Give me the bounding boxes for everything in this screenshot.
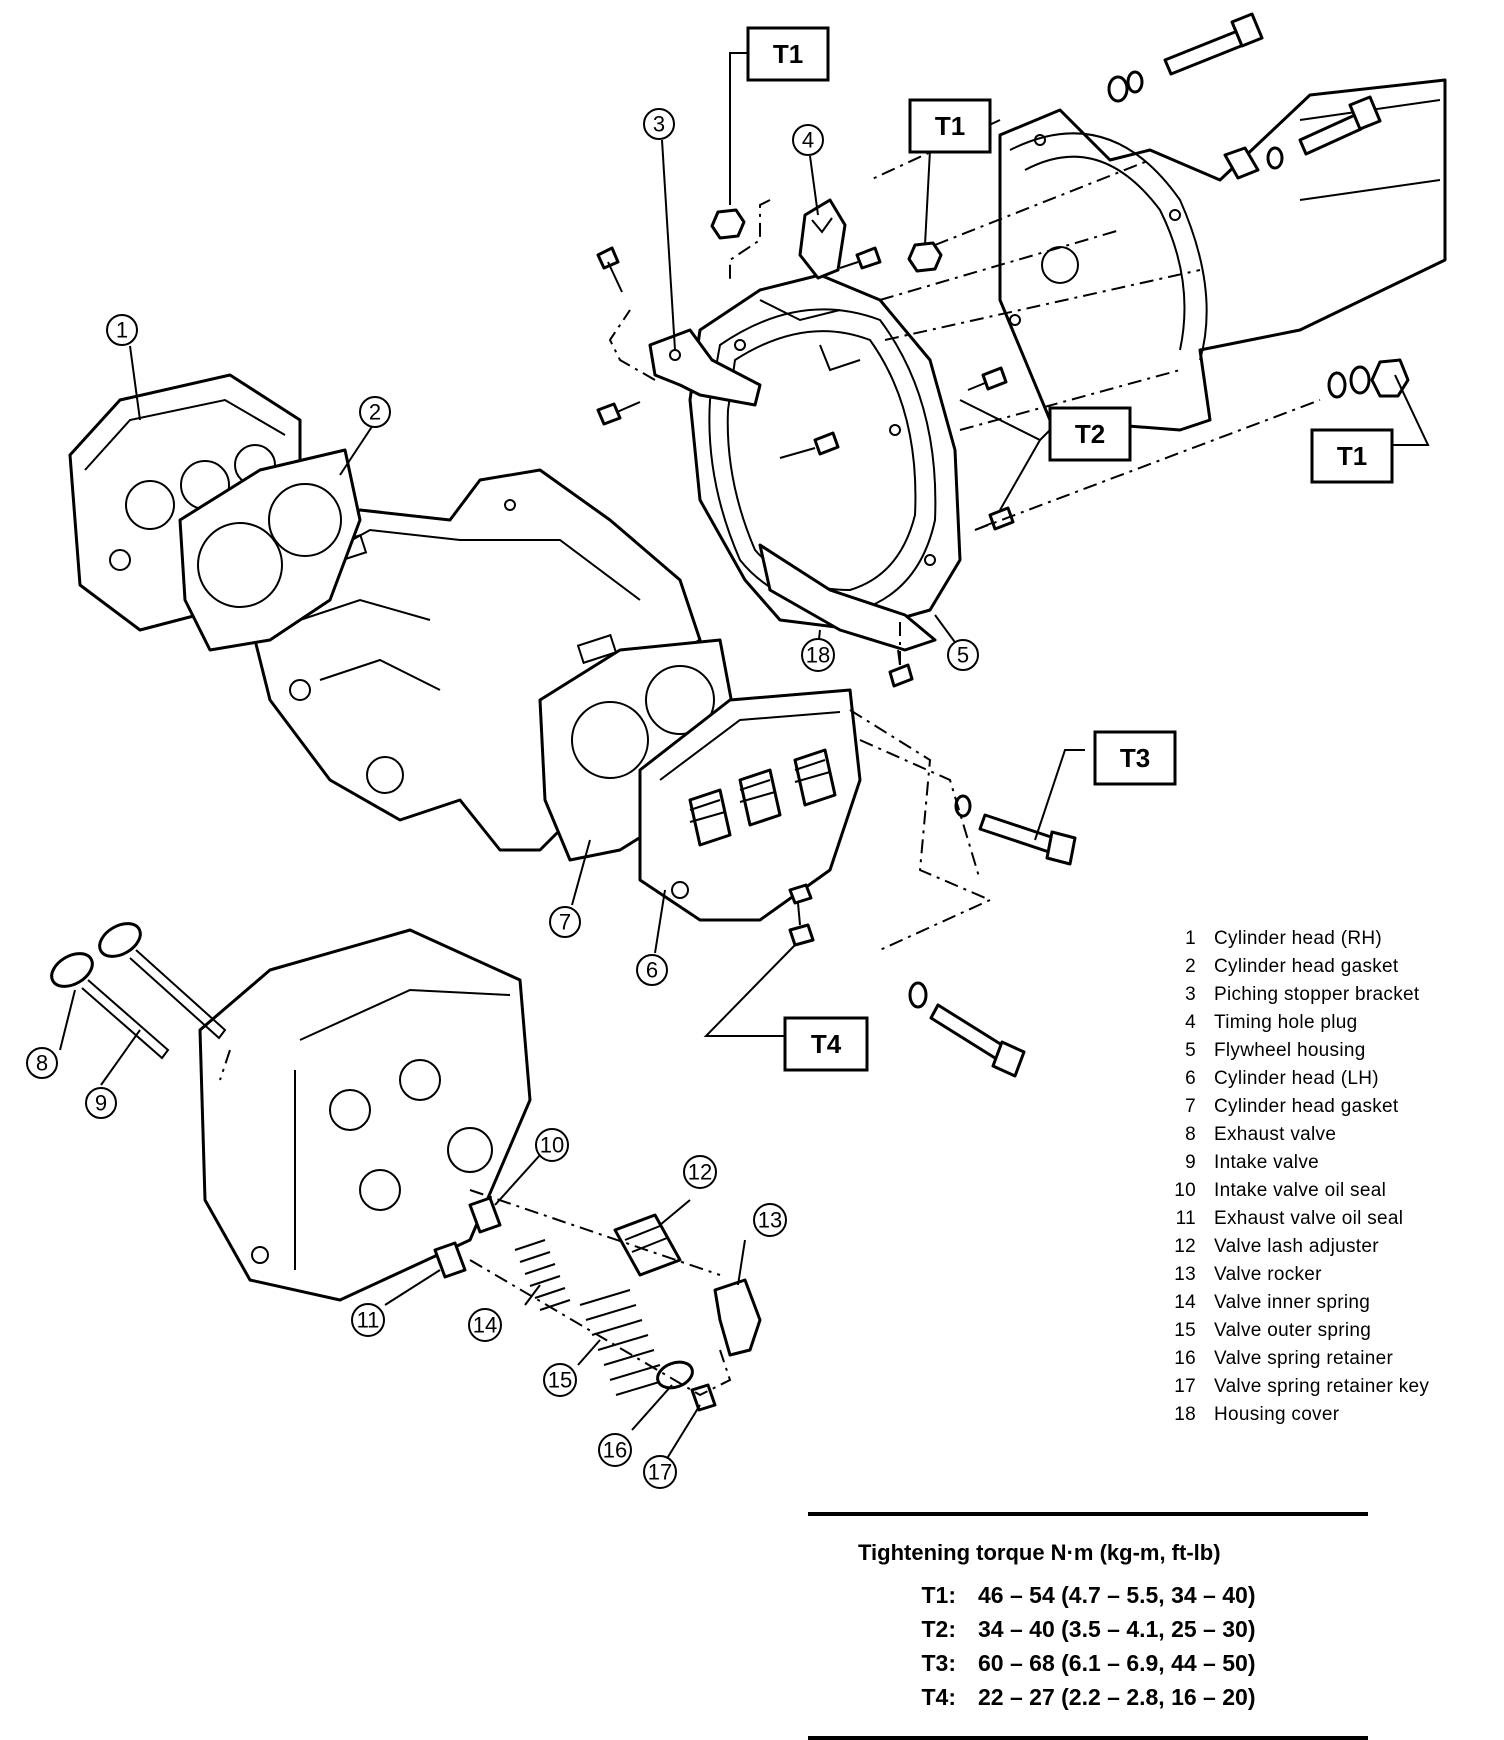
svg-text:T1: T1 xyxy=(935,111,965,141)
valve-spring-retainer-key xyxy=(690,1383,717,1412)
svg-text:18: 18 xyxy=(806,643,830,668)
cylinder-head-lh xyxy=(638,688,862,922)
cylinder-head-detail xyxy=(198,928,532,1302)
t3-bolts xyxy=(908,794,1077,1078)
valve-oil-seals xyxy=(433,1196,502,1279)
part-callout-5: 5 xyxy=(947,639,979,671)
svg-text:7: 7 xyxy=(559,910,571,935)
torque-tag-t2: T2 xyxy=(1048,406,1132,462)
part-callout-6: 6 xyxy=(636,954,668,986)
exhaust-valve xyxy=(50,952,170,1060)
valve-lash-adjuster xyxy=(613,1213,682,1277)
part-callout-8: 8 xyxy=(26,1047,58,1079)
svg-text:13: 13 xyxy=(758,1208,782,1233)
part-callout-12: 12 xyxy=(683,1155,717,1189)
part-callout-4: 4 xyxy=(792,124,824,156)
part-callout-3: 3 xyxy=(643,108,675,140)
table-bottom-rule xyxy=(808,1736,1368,1740)
svg-text:3: 3 xyxy=(653,112,665,137)
torque-tag-t1-top: T1 xyxy=(746,26,830,82)
intake-valve xyxy=(98,922,227,1040)
svg-text:1: 1 xyxy=(116,318,128,343)
svg-text:T1: T1 xyxy=(773,39,803,69)
part-callout-18: 18 xyxy=(801,638,835,672)
part-callout-17: 17 xyxy=(643,1455,677,1489)
cylinder-head-gasket-rh xyxy=(178,448,362,652)
torque-row: T1:46 – 54 (4.7 – 5.5, 34 – 40) xyxy=(921,1582,1256,1608)
svg-text:2: 2 xyxy=(369,400,381,425)
part-callout-2: 2 xyxy=(359,396,391,428)
part-callout-16: 16 xyxy=(598,1433,632,1467)
torque-tag-t3: T3 xyxy=(1093,730,1177,786)
part-callout-7: 7 xyxy=(549,906,581,938)
t4-bolt xyxy=(788,883,815,947)
part-callout-10: 10 xyxy=(535,1128,569,1162)
svg-text:11: 11 xyxy=(357,1308,380,1333)
svg-text:14: 14 xyxy=(473,1313,497,1338)
valve-springs xyxy=(514,1239,667,1396)
torque-tag-t1-mid: T1 xyxy=(908,98,992,154)
housing-nuts xyxy=(710,208,943,273)
svg-text:8: 8 xyxy=(36,1051,48,1076)
svg-text:5: 5 xyxy=(957,643,969,668)
svg-text:T1: T1 xyxy=(1337,441,1367,471)
table-top-rule xyxy=(808,1512,1368,1516)
leader-lines xyxy=(59,52,1430,1466)
tightening-torque-table: Tightening torque N·m (kg-m, ft-lb) T1:4… xyxy=(808,1512,1368,1740)
torque-tag-t4: T4 xyxy=(783,1016,869,1072)
torque-row: T2:34 – 40 (3.5 – 4.1, 25 – 30) xyxy=(921,1616,1256,1642)
part-callout-9: 9 xyxy=(85,1087,117,1119)
torque-tag-t1-right: T1 xyxy=(1310,428,1394,484)
valve-rocker xyxy=(713,1278,762,1357)
part-callout-14: 14 xyxy=(468,1308,502,1342)
svg-text:T3: T3 xyxy=(1120,743,1150,773)
torque-row: T4:22 – 27 (2.2 – 2.8, 16 – 20) xyxy=(921,1684,1256,1710)
svg-text:16: 16 xyxy=(603,1438,627,1463)
part-callout-11: 11 xyxy=(351,1303,385,1337)
valve-spring-retainer xyxy=(656,1360,694,1390)
svg-text:9: 9 xyxy=(95,1091,107,1116)
svg-text:T2: T2 xyxy=(1075,419,1105,449)
assembly-lines xyxy=(219,119,1321,1397)
transmission-nut xyxy=(1327,358,1410,399)
svg-text:12: 12 xyxy=(688,1160,712,1185)
timing-hole-plug xyxy=(798,198,847,280)
housing-cover xyxy=(758,543,937,652)
svg-text:T4: T4 xyxy=(811,1029,842,1059)
svg-text:17: 17 xyxy=(648,1460,672,1485)
part-callout-1: 1 xyxy=(106,314,138,346)
svg-text:4: 4 xyxy=(802,128,814,153)
part-callout-13: 13 xyxy=(753,1203,787,1237)
svg-text:15: 15 xyxy=(548,1368,572,1393)
torque-heading: Tightening torque N·m (kg-m, ft-lb) xyxy=(858,1540,1221,1565)
svg-text:10: 10 xyxy=(540,1133,564,1158)
torque-row: T3:60 – 68 (6.1 – 6.9, 44 – 50) xyxy=(921,1650,1256,1676)
svg-text:6: 6 xyxy=(646,958,658,983)
part-callout-15: 15 xyxy=(543,1363,577,1397)
transmission-bolts xyxy=(1107,12,1382,180)
